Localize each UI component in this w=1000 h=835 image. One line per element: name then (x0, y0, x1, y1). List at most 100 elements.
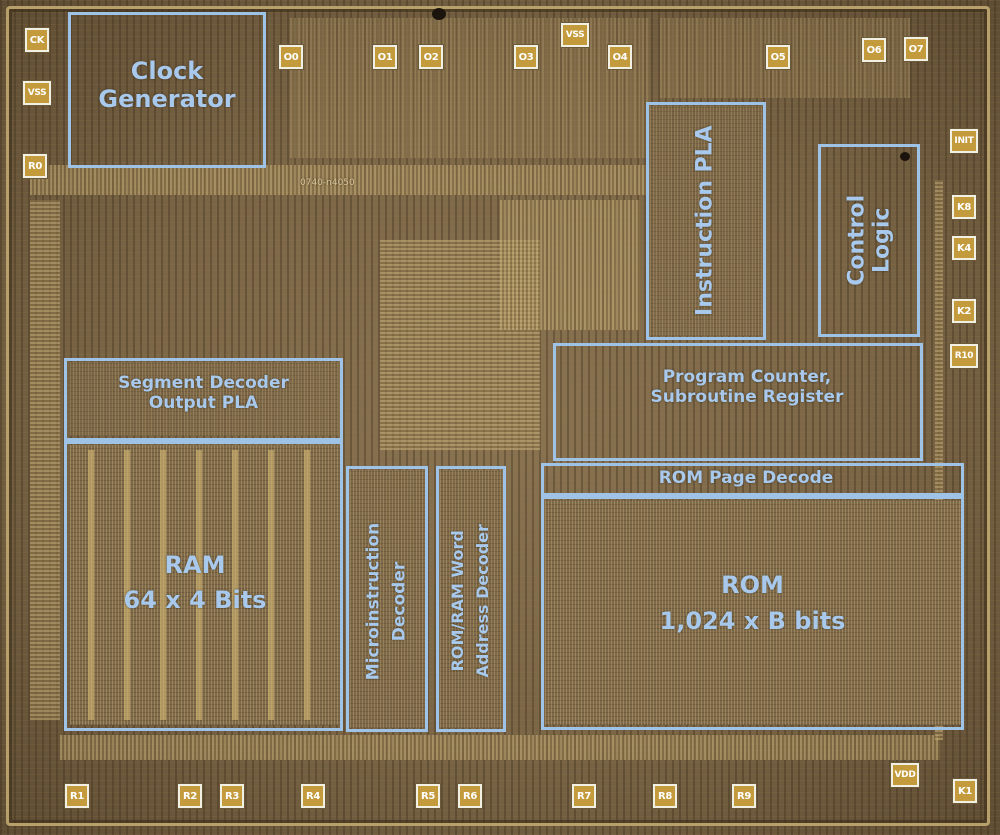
ram-label: RAM 64 x 4 Bits (123, 551, 267, 614)
clock-generator-label: Clock Generator (98, 57, 236, 113)
pad-r4-label: R4 (303, 786, 323, 806)
wiring-upper-right (500, 200, 640, 330)
microinstruction-decoder-block (346, 466, 428, 732)
pad-r0: R0 (22, 153, 48, 179)
pad-ck-label: CK (27, 30, 47, 50)
pad-vdd: VDD (890, 762, 920, 788)
pad-r9-label: R9 (734, 786, 754, 806)
pad-k1-label: K1 (955, 781, 975, 801)
program-counter-block (553, 343, 923, 461)
pad-vdd-label: VDD (893, 765, 917, 785)
segment-pla-texture (70, 362, 338, 436)
pad-o1-label: O1 (375, 47, 395, 67)
pad-r7-label: R7 (574, 786, 594, 806)
pad-r0-label: R0 (25, 156, 45, 176)
pad-ck: CK (24, 27, 50, 53)
rom-ram-word-decoder-label: ROM/RAM Word Address Decoder (448, 524, 492, 678)
pad-o3: O3 (513, 44, 539, 70)
rom-page-decode-label: ROM Page Decode (658, 468, 834, 488)
pad-o5: O5 (765, 44, 791, 70)
address-decoder-texture (440, 470, 502, 728)
pad-r10: R10 (949, 343, 979, 369)
microinstruction-texture (350, 470, 425, 728)
pad-k8: K8 (951, 194, 977, 220)
pad-o6-label: O6 (864, 40, 884, 60)
instruction-pla-label: Instruction PLA (692, 125, 718, 316)
instruction-pla-texture (650, 106, 762, 336)
pad-r2: R2 (177, 783, 203, 809)
pad-r7: R7 (571, 783, 597, 809)
pad-r5: R5 (415, 783, 441, 809)
ram-column (304, 450, 310, 720)
pad-o2: O2 (418, 44, 444, 70)
pad-o4: O4 (607, 44, 633, 70)
instruction-pla-block (646, 102, 766, 340)
wiring-bus-right (935, 180, 943, 740)
ram-column (268, 450, 274, 720)
clock-generator-block (68, 12, 266, 168)
pad-k2: K2 (951, 298, 977, 324)
control-logic-label: Control Logic (844, 194, 895, 286)
wiring-bus-bottom (60, 735, 940, 760)
ram-column (124, 450, 130, 720)
pad-vss-top-label: VSS (563, 25, 587, 45)
pad-r3: R3 (219, 783, 245, 809)
wiring-bus-left (30, 200, 60, 720)
pad-vss-top: VSS (560, 22, 590, 48)
ram-array-texture (70, 445, 340, 725)
die-seal-ring (6, 6, 990, 826)
rom-label: ROM 1,024 x B bits (659, 571, 846, 635)
pad-o5-label: O5 (768, 47, 788, 67)
pad-k1: K1 (952, 778, 978, 804)
ram-column (232, 450, 238, 720)
pad-r6: R6 (457, 783, 483, 809)
pad-k4-label: K4 (954, 238, 974, 258)
pad-r4: R4 (300, 783, 326, 809)
ram-column (196, 450, 202, 720)
program-counter-label: Program Counter, Subroutine Register (650, 367, 844, 407)
pad-k4: K4 (951, 235, 977, 261)
microinstruction-decoder-label: Microinstruction Decoder (363, 522, 410, 681)
rom-page-decode-block (541, 463, 964, 496)
output-driver-area (290, 18, 650, 158)
segment-decoder-label: Segment Decoder Output PLA (118, 373, 289, 413)
pad-o7-label: O7 (906, 39, 926, 59)
ram-block (64, 441, 343, 731)
pad-r1-label: R1 (67, 786, 87, 806)
pad-vss-left-label: VSS (25, 83, 49, 103)
pad-k8-label: K8 (954, 197, 974, 217)
rom-block (541, 496, 964, 730)
surface-defect (900, 152, 910, 161)
pad-r8-label: R8 (655, 786, 675, 806)
pad-o1: O1 (372, 44, 398, 70)
ram-column (160, 450, 166, 720)
pad-r8: R8 (652, 783, 678, 809)
pad-r3-label: R3 (222, 786, 242, 806)
pad-init-label: INIT (952, 131, 976, 151)
segment-decoder-block (64, 358, 343, 441)
rom-array-texture (545, 500, 962, 725)
pad-o2-label: O2 (421, 47, 441, 67)
pad-vss-left: VSS (22, 80, 52, 106)
pad-o3-label: O3 (516, 47, 536, 67)
pad-r10-label: R10 (952, 346, 976, 366)
pad-o0-label: O0 (281, 47, 301, 67)
pad-o6: O6 (861, 37, 887, 63)
pad-o4-label: O4 (610, 47, 630, 67)
surface-defect (432, 8, 446, 20)
pad-r5-label: R5 (418, 786, 438, 806)
die-marking: 0740-n4050 (300, 178, 355, 188)
pad-r6-label: R6 (460, 786, 480, 806)
control-logic-block (818, 144, 920, 337)
rom-ram-word-decoder-block (436, 466, 506, 732)
pad-init: INIT (949, 128, 979, 154)
pad-o7: O7 (903, 36, 929, 62)
wiring-bus-top (30, 165, 650, 195)
pad-r2-label: R2 (180, 786, 200, 806)
pad-r9: R9 (731, 783, 757, 809)
pad-k2-label: K2 (954, 301, 974, 321)
pad-r1: R1 (64, 783, 90, 809)
ram-column (88, 450, 94, 720)
pad-o0: O0 (278, 44, 304, 70)
